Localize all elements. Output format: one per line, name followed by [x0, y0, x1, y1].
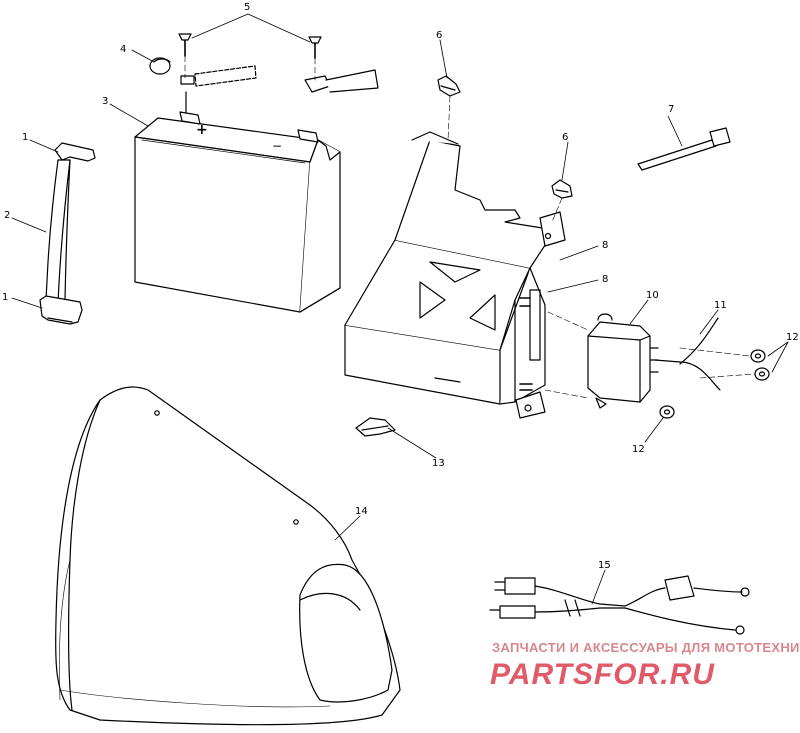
battery-plus-mark: + [196, 122, 208, 138]
clip-bottom [355, 417, 396, 437]
callout-7: 7 [668, 104, 674, 115]
watermark-tagline: ЗАПЧАСТИ И АКСЕССУАРЫ ДЛЯ МОТОТЕХНИКИ [492, 640, 800, 655]
callout-12-right: 12 [786, 332, 799, 343]
callout-10: 10 [646, 290, 659, 301]
leader-lines [11, 13, 789, 605]
callout-13: 13 [432, 458, 445, 469]
battery-cover [55, 386, 401, 726]
callout-1-top: 1 [22, 132, 28, 143]
nuts [659, 349, 770, 419]
callout-2: 2 [4, 210, 10, 221]
cable-tie [637, 127, 731, 171]
battery [134, 91, 341, 313]
callout-6-middle: 6 [562, 132, 568, 143]
battery-minus-mark: − [272, 139, 282, 153]
relay-module [587, 313, 659, 409]
callout-8-bottom: 8 [602, 274, 608, 285]
callout-15: 15 [598, 560, 611, 571]
callout-4: 4 [120, 44, 126, 55]
wiring-harness-long [489, 575, 750, 635]
wire-harness-short [654, 317, 721, 391]
battery-bracket [344, 131, 566, 419]
callout-1-bottom: 1 [2, 292, 8, 303]
callout-6-top: 6 [436, 30, 442, 41]
watermark: ЗАПЧАСТИ И АКСЕССУАРЫ ДЛЯ МОТОТЕХНИКИ PA… [490, 640, 800, 691]
callout-14: 14 [355, 506, 368, 517]
clip-top [437, 75, 461, 97]
clip-middle [551, 179, 573, 199]
watermark-brand: PARTSFOR.RU [490, 658, 715, 691]
callout-3: 3 [102, 96, 108, 107]
callout-11: 11 [714, 300, 727, 311]
callout-8-top: 8 [602, 240, 608, 251]
terminal-hardware [149, 33, 379, 93]
battery-strap [39, 142, 96, 325]
callout-12-bottom: 12 [632, 444, 645, 455]
callout-5: 5 [244, 2, 250, 13]
callout-numbers: 1 2 1 3 4 5 6 6 7 8 8 10 11 12 12 13 14 … [2, 2, 799, 571]
assembly-guides [184, 55, 755, 399]
